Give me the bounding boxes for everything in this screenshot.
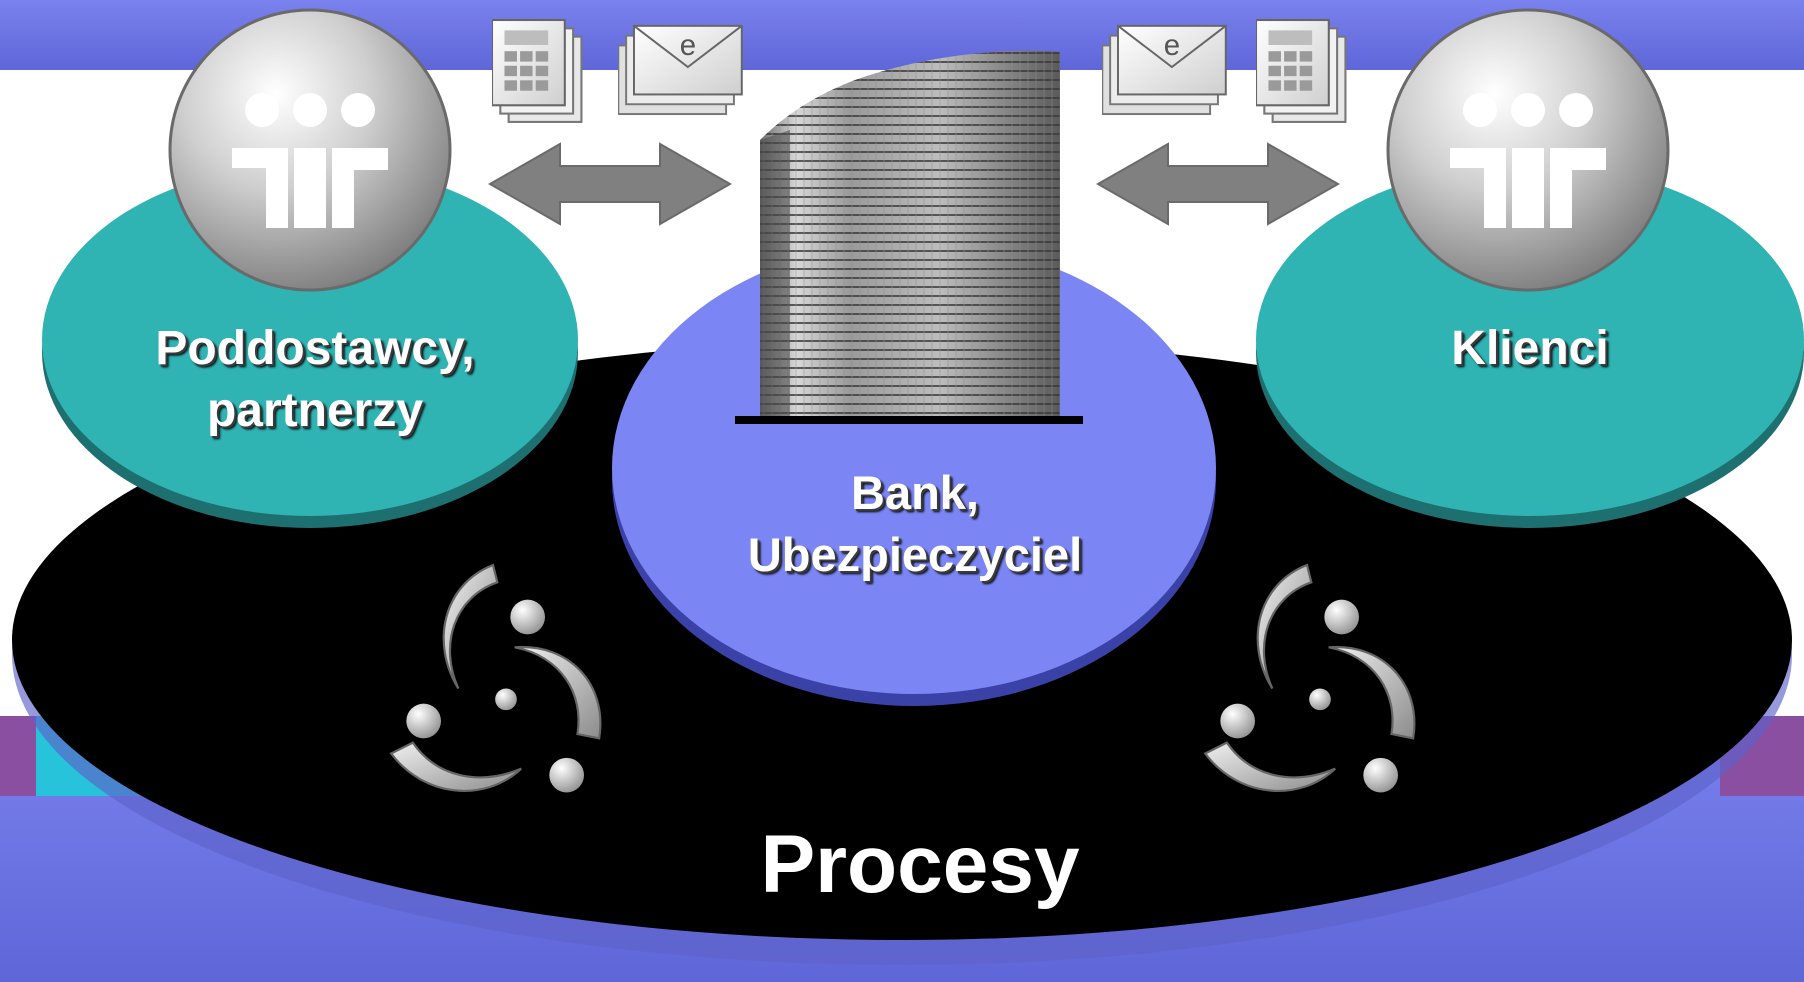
clients-label-text: Klienci <box>1451 322 1609 375</box>
bank-label: Bank, Ubezpieczyciel <box>640 462 1190 586</box>
bank-label-line1: Bank, <box>851 466 979 519</box>
clients-label: Klienci <box>1260 318 1800 380</box>
bank-label-line2: Ubezpieczyciel <box>747 528 1083 581</box>
left-exchange-arrow-icon <box>487 142 733 226</box>
right-exchange-arrow-icon <box>1095 142 1341 226</box>
clients-ellipse <box>1256 164 1804 528</box>
partners-label: Poddostawcy, partnerzy <box>80 318 550 442</box>
office-building-icon <box>735 50 1083 424</box>
clients-people-icon <box>1386 8 1670 292</box>
spreadsheet-document-icon <box>492 18 583 124</box>
email-icon <box>1102 24 1227 116</box>
partners-people-icon <box>168 8 452 292</box>
partners-ellipse <box>42 164 578 528</box>
processes-label: Procesy <box>760 819 1080 910</box>
partners-label-line1: Poddostawcy, <box>155 322 475 375</box>
spreadsheet-document-icon <box>1256 18 1347 124</box>
email-icon <box>618 24 743 116</box>
accent-left-purple <box>0 716 36 796</box>
partners-label-line2: partnerzy <box>206 384 424 437</box>
